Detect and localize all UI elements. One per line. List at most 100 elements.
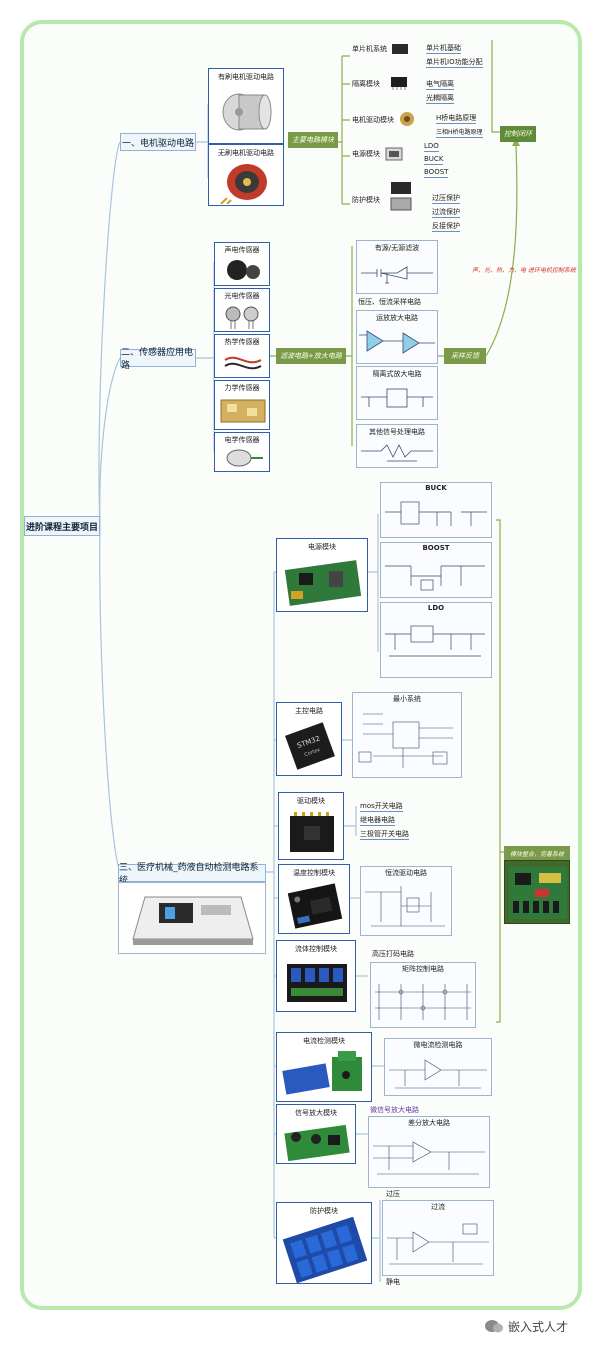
signal-board-image: [284, 1124, 350, 1162]
sensor-sound-label: 声电传感器: [224, 246, 260, 254]
over-voltage[interactable]: 过压保护: [432, 194, 460, 204]
tag-sampling-feedback[interactable]: 采样反馈: [444, 348, 486, 364]
c3-microcurrent-schematic[interactable]: 微电流检测电路: [384, 1038, 492, 1096]
c3-signal-label: 信号放大模块: [295, 1109, 337, 1117]
drive-board-image: [290, 812, 334, 852]
c3-pump-card[interactable]: 流体控制模块: [276, 940, 356, 1012]
c3-current-card[interactable]: 电流检测模块: [276, 1032, 372, 1102]
electrical-isolation[interactable]: 电气隔离: [426, 80, 454, 90]
sensor-force-label: 力学传感器: [224, 384, 260, 392]
c3-overcurrent-schematic[interactable]: 过流: [382, 1200, 494, 1276]
diffamp-diagram: [373, 1141, 485, 1175]
boost-diagram: [385, 565, 485, 591]
brushless-motor-image: [220, 164, 267, 205]
c3-temp-card[interactable]: 温度控制模块: [278, 864, 350, 934]
three-phase-h-bridge[interactable]: 三相H桥电路原理: [436, 129, 483, 138]
c3-signal-card[interactable]: 信号放大模块: [276, 1104, 356, 1164]
cc-drive-diagram: [365, 886, 445, 927]
sensor-light-card[interactable]: 光电传感器: [214, 288, 270, 332]
sensor-heat-card[interactable]: 热学传感器: [214, 334, 270, 378]
medical-device-card[interactable]: [118, 882, 266, 954]
tag-control-loop[interactable]: 控制闭环: [500, 126, 536, 142]
module-isolation[interactable]: 隔离模块: [352, 80, 380, 88]
footer-text: 嵌入式人才: [508, 1319, 569, 1334]
category-medical-system[interactable]: 三、医疗机械_药液自动检测电路系统: [118, 863, 266, 886]
tag-filter-amplifier[interactable]: 滤波电路+放大电路: [276, 348, 346, 364]
power-boost[interactable]: BOOST: [424, 168, 449, 178]
category-motor-drive[interactable]: 一、电机驱动电路: [120, 133, 196, 151]
loop-description: 声、光、热、力、电 进环电机控制系统: [472, 267, 576, 274]
c3-drive-card[interactable]: 驱动模块: [278, 792, 344, 860]
buck-diagram: [385, 501, 487, 526]
h-bridge-principle[interactable]: H桥电路原理: [436, 114, 477, 124]
sensor-force-card[interactable]: 力学传感器: [214, 380, 270, 430]
tag-main-modules[interactable]: 主要电路模块: [288, 132, 338, 148]
drive-relay[interactable]: 继电器电路: [360, 816, 395, 826]
circuit-sampling[interactable]: 恒压、恒流采样电路: [358, 298, 421, 306]
mcu-basics[interactable]: 单片机基础: [426, 44, 461, 54]
c3-power-label: 电源模块: [308, 543, 336, 551]
c3-matrix-label: 矩阵控制电路: [402, 965, 444, 973]
c3-power-card[interactable]: 电源模块: [276, 538, 368, 612]
sensor-sound-card[interactable]: 声电传感器: [214, 242, 270, 286]
c3-protect-label: 防护模块: [310, 1207, 338, 1215]
brushless-motor-label: 无刷电机驱动电路: [218, 149, 274, 157]
over-current[interactable]: 过流保护: [432, 208, 460, 218]
c3-mainctrl-label: 主控电路: [295, 707, 323, 715]
drive-mos[interactable]: mos开关电路: [360, 802, 403, 812]
module-protection-1[interactable]: 防护模块: [352, 196, 380, 204]
tag-integration[interactable]: 模块整合，完善系统: [504, 846, 570, 860]
module-motor-driver[interactable]: 电机驱动模块: [352, 116, 394, 124]
drive-transistor[interactable]: 三极管开关电路: [360, 830, 409, 840]
opamp-schematic: [359, 330, 435, 354]
optical-isolation[interactable]: 光耦隔离: [426, 94, 454, 104]
sensor-electric-card[interactable]: 电学传感器: [214, 432, 270, 472]
c3-boost-schematic[interactable]: BOOST: [380, 542, 492, 598]
brushless-motor-card[interactable]: 无刷电机驱动电路: [208, 144, 284, 206]
microphone-image: [227, 260, 260, 280]
c3-overcurrent-label: 过流: [431, 1203, 445, 1211]
root-node[interactable]: 进阶课程主要项目: [24, 516, 100, 536]
chip-bottom-text: Cortex: [304, 747, 322, 758]
signal-micro-amp[interactable]: 微信号放大电路: [370, 1106, 419, 1114]
c3-boost-label: BOOST: [422, 544, 450, 552]
circuit-other[interactable]: 其他信号处理电路: [356, 424, 438, 468]
power-buck[interactable]: BUCK: [424, 155, 444, 165]
protection-chip-icon: [390, 182, 412, 211]
module-mcu[interactable]: 单片机系统: [352, 45, 387, 53]
c3-protect-card[interactable]: 防护模块: [276, 1202, 372, 1284]
c3-matrix-schematic[interactable]: 矩阵控制电路: [370, 962, 476, 1028]
module-power-1[interactable]: 电源模块: [352, 150, 380, 158]
c3-buck-schematic[interactable]: BUCK: [380, 482, 492, 538]
circuit-opamp[interactable]: 运放放大电路: [356, 310, 438, 364]
filter-schematic: [361, 266, 433, 284]
reverse-protection[interactable]: 反接保护: [432, 222, 460, 232]
circuit-filter[interactable]: 有源/无源滤波: [356, 240, 438, 294]
c3-minsystem-schematic[interactable]: 最小系统: [352, 692, 462, 778]
protect-over-voltage[interactable]: 过压: [386, 1190, 400, 1198]
current-board-image: [282, 1051, 362, 1095]
c3-ldo-schematic[interactable]: LDO: [380, 602, 492, 678]
c3-diffamp-schematic[interactable]: 差分放大电路: [368, 1116, 490, 1188]
brushed-motor-card[interactable]: 有刷电机驱动电路: [208, 68, 284, 144]
optocoupler-icon: [391, 77, 407, 90]
category-sensors[interactable]: 二、传感器应用电路: [120, 348, 196, 371]
integrated-board-image: [509, 867, 567, 919]
photodiode-image: [225, 306, 259, 329]
other-schematic: [361, 444, 433, 462]
c3-buck-label: BUCK: [425, 484, 447, 492]
motor-driver-icon: [400, 112, 414, 126]
pump-high-voltage[interactable]: 高压打码电路: [372, 950, 414, 958]
mcu-io[interactable]: 单片机IO功能分配: [426, 58, 483, 68]
protect-esd[interactable]: 静电: [386, 1278, 400, 1286]
power-chip-icon: [385, 147, 403, 161]
integrated-board[interactable]: [504, 860, 570, 924]
minsystem-diagram: [358, 713, 453, 768]
circuit-isolated-amp[interactable]: 隔离式放大电路: [356, 366, 438, 420]
power-ldo[interactable]: LDO: [424, 142, 439, 152]
c3-cc-drive-schematic[interactable]: 恒流驱动电路: [360, 866, 452, 936]
c3-cc-drive-label: 恒流驱动电路: [385, 869, 427, 877]
c3-ldo-label: LDO: [427, 604, 445, 612]
